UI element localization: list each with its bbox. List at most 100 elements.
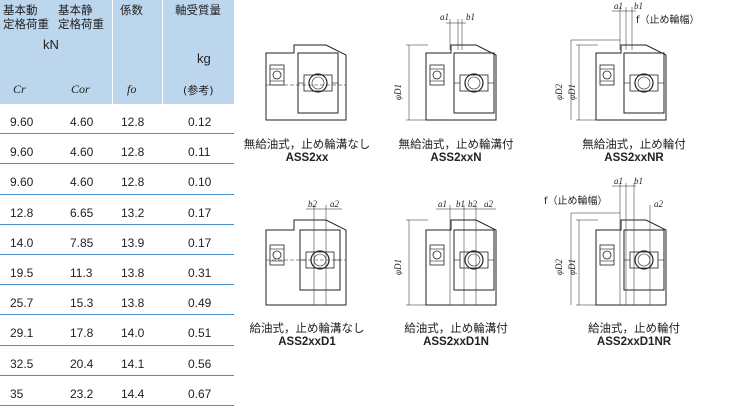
table-cell: 25.7	[10, 296, 34, 311]
caption-ass2xxd1nr: 給油式，止め輪付 ASS2xxD1NR	[559, 320, 709, 348]
caption-ass2xxn: 無給油式，止め輪溝付 ASS2xxN	[381, 136, 531, 164]
table-cell: 14.4	[121, 386, 145, 401]
caption-code: ASS2xxNR	[604, 152, 664, 164]
symbol-cor: Cor	[71, 82, 90, 96]
caption-code: ASS2xx	[285, 152, 329, 164]
svg-text:φD1: φD1	[393, 259, 403, 275]
caption-desc: 給油式，止め輪溝なし	[249, 323, 365, 335]
svg-text:b1: b1	[634, 1, 643, 11]
header-dynamic-load: 基本動 定格荷重	[3, 4, 49, 32]
svg-text:φD1: φD1	[393, 84, 403, 100]
caption-ass2xx: 無給油式，止め輪溝なし ASS2xx	[232, 136, 382, 164]
drawings-area: φD1 a1 b1 φD2 φD1 a1 b1 f（止め輪幅	[236, 0, 729, 406]
dim-f-ring: f（止め輪幅）	[544, 194, 608, 207]
caption-code: ASS2xxD1N	[423, 336, 489, 348]
svg-text:a1: a1	[440, 12, 449, 22]
drawing-ass2xxd1nr: φD2 φD1 a1 b1 a2 f（止め輪幅）	[544, 176, 667, 306]
caption-desc: 給油式，止め輪付	[588, 323, 680, 335]
table-row: 14.0 7.85 13.9 0.17	[0, 225, 234, 255]
table-cell: 14.1	[121, 356, 145, 371]
svg-text:a1: a1	[614, 176, 623, 186]
table-cell: 15.3	[70, 296, 94, 311]
drawing-ass2xxnr: φD2 φD1 a1 b1 f（止め輪幅）	[554, 1, 700, 121]
svg-text:b2: b2	[468, 199, 478, 209]
svg-text:b2: b2	[308, 199, 318, 209]
table-cell: 0.51	[188, 326, 212, 341]
bearing-drawings: φD1 a1 b1 φD2 φD1 a1 b1 f（止め輪幅	[265, 1, 700, 306]
table-cell: 13.8	[121, 265, 145, 280]
caption-code: ASS2xxD1NR	[596, 336, 672, 348]
table-cell: 4.60	[70, 145, 94, 160]
drawing-ass2xx	[265, 44, 347, 121]
header-static-line1: 基本静	[58, 5, 93, 17]
svg-text:a1: a1	[614, 1, 623, 11]
table-cell: 13.2	[121, 205, 145, 220]
table-cell: 0.11	[188, 145, 211, 160]
table-cell: 4.60	[70, 175, 94, 190]
drawing-ass2xxd1: b2 a2	[265, 199, 347, 306]
unit-kg: kg	[197, 51, 211, 66]
table-cell: 12.8	[121, 145, 145, 160]
table-cell: 0.49	[188, 296, 212, 311]
header-divider	[112, 0, 113, 104]
header-static-line2: 定格荷重	[58, 19, 104, 31]
header-divider	[162, 0, 163, 104]
table-cell: 9.60	[10, 145, 34, 160]
drawing-ass2xxd1n: φD1 a1 b1 b2 a2	[393, 199, 497, 306]
table-cell: 0.17	[188, 205, 212, 220]
table-cell: 17.8	[70, 326, 94, 341]
svg-text:φD1: φD1	[567, 84, 577, 100]
caption-code: ASS2xxD1	[278, 336, 336, 348]
table-cell: 7.85	[70, 235, 94, 250]
table-cell: 32.5	[10, 356, 34, 371]
caption-ass2xxd1: 給油式，止め輪溝なし ASS2xxD1	[232, 320, 382, 348]
svg-text:b1: b1	[634, 176, 643, 186]
table-cell: 12.8	[121, 175, 145, 190]
symbol-cr: Cr	[13, 82, 26, 96]
svg-text:φD2: φD2	[554, 259, 564, 275]
svg-text:a1: a1	[438, 199, 447, 209]
caption-desc: 無給油式，止め輪溝なし	[243, 139, 371, 151]
table-cell: 29.1	[10, 326, 34, 341]
symbol-fo: fo	[127, 82, 137, 96]
unit-kn: kN	[43, 37, 59, 52]
table-cell: 4.60	[70, 115, 94, 129]
table-cell: 9.60	[10, 115, 34, 129]
header-reference: (参考)	[183, 84, 214, 97]
table-cell: 23.2	[70, 386, 94, 401]
table-cell: 20.4	[70, 356, 94, 371]
header-mass: 軸受質量	[175, 5, 221, 17]
svg-text:b1: b1	[456, 199, 465, 209]
table-cell: 0.31	[188, 265, 212, 280]
svg-text:φD2: φD2	[554, 84, 564, 100]
header-dynamic-line1: 基本動	[3, 5, 38, 17]
svg-text:φD1: φD1	[567, 259, 577, 275]
caption-code: ASS2xxN	[430, 152, 482, 164]
svg-text:a2: a2	[484, 199, 494, 209]
table-cell: 0.17	[188, 235, 212, 250]
svg-text:b1: b1	[466, 12, 475, 22]
table-cell: 13.9	[121, 235, 145, 250]
svg-text:a2: a2	[654, 199, 664, 209]
table-cell: 12.8	[121, 115, 145, 129]
table-cell: 35	[10, 386, 24, 401]
caption-desc: 無給油式，止め輪付	[582, 139, 686, 151]
table-cell: 13.8	[121, 296, 145, 311]
table-cell: 0.67	[188, 386, 212, 401]
caption-ass2xxnr: 無給油式，止め輪付 ASS2xxNR	[559, 136, 709, 164]
svg-text:a2: a2	[330, 199, 340, 209]
table-cell: 19.5	[10, 265, 34, 280]
table-cell: 11.3	[70, 265, 93, 280]
table-cell: 14.0	[121, 326, 145, 341]
table-cell: 9.60	[10, 175, 34, 190]
table-cell: 12.8	[10, 205, 34, 220]
table-row: 25.7 15.3 13.8 0.49	[0, 285, 234, 316]
table-cell: 14.0	[10, 235, 34, 250]
caption-desc: 無給油式，止め輪溝付	[398, 139, 514, 151]
table-row: 35 23.2 14.4 0.67	[0, 376, 234, 406]
